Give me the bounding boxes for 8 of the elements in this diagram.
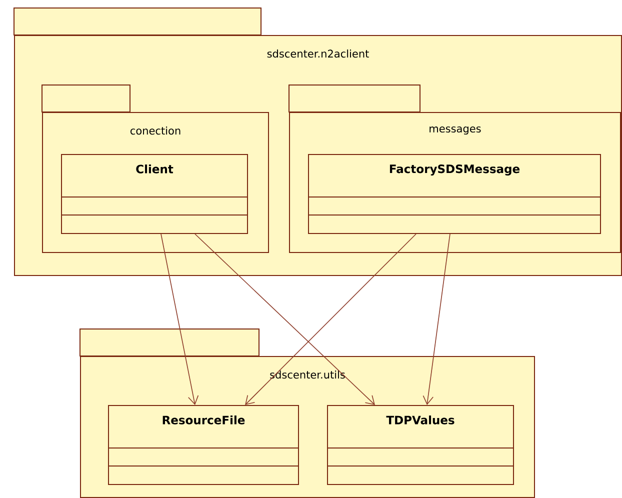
- class-box: TDPValues: [326, 405, 514, 485]
- arrow: [422, 234, 450, 405]
- arrow: [160, 234, 199, 405]
- class-box: Client: [60, 154, 248, 234]
- arrow: [194, 234, 375, 405]
- arrow: [245, 234, 416, 405]
- class-box: FactorySDSMessage: [308, 154, 602, 234]
- class-box: ResourceFile: [108, 405, 300, 485]
